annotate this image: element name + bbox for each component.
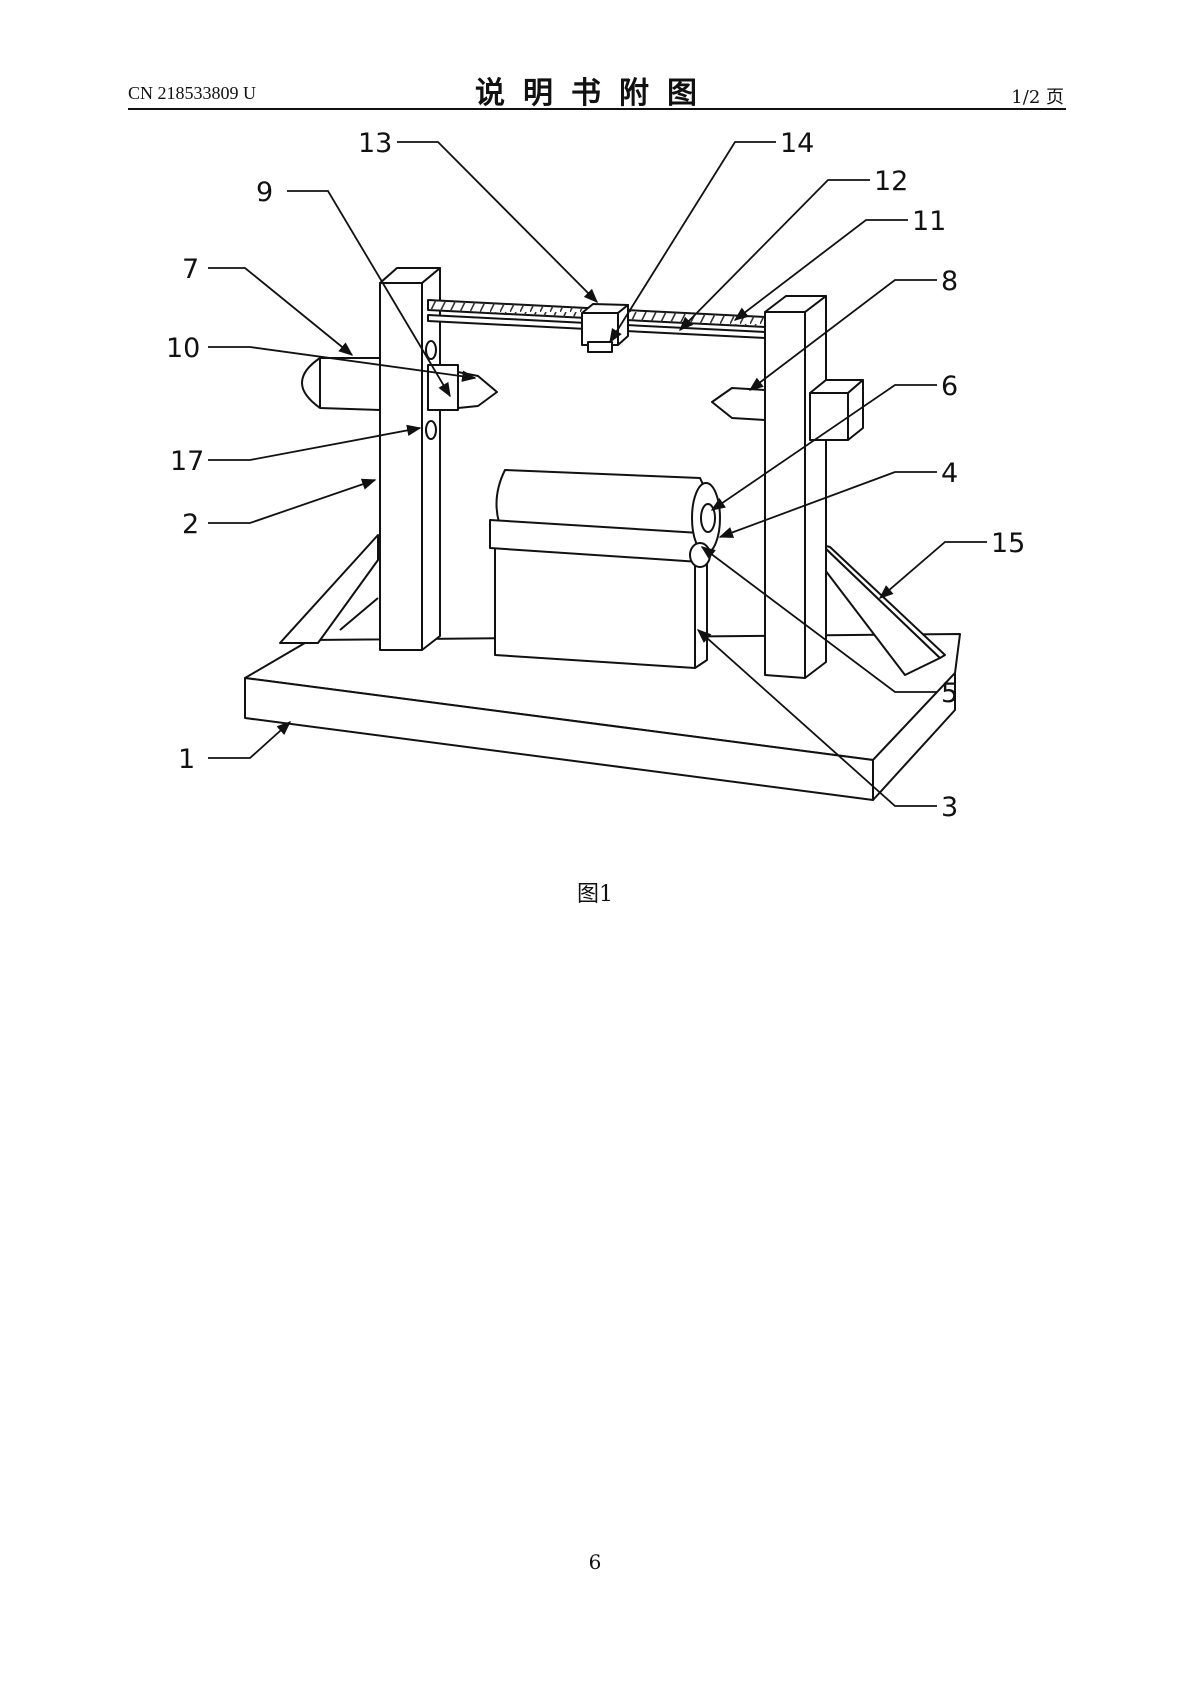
ref-17: 17 <box>170 446 204 477</box>
ref-8: 8 <box>941 266 958 297</box>
right-upright-side <box>804 295 827 679</box>
left-upright-side <box>421 267 441 651</box>
ref-10: 10 <box>166 333 200 364</box>
right-upright-front <box>764 311 806 679</box>
publication-number: CN 218533809 U <box>128 83 257 103</box>
page-indicator: 1/2 页 <box>1011 87 1064 108</box>
left-brace <box>279 534 379 644</box>
ref-9: 9 <box>256 177 273 208</box>
ref-15: 15 <box>991 528 1025 559</box>
patent-figure-1: 13 14 9 12 11 7 8 10 6 17 4 2 15 5 1 3 <box>166 128 1025 823</box>
ref-3: 3 <box>941 792 958 823</box>
ref-4: 4 <box>941 458 958 489</box>
leader-lines <box>208 141 987 807</box>
ref-11: 11 <box>912 206 946 237</box>
reference-labels: 13 14 9 12 11 7 8 10 6 17 4 2 15 5 1 3 <box>166 128 1025 823</box>
ref-6: 6 <box>941 371 958 402</box>
slider-block <box>581 312 619 346</box>
ref-2: 2 <box>182 509 199 540</box>
ref-14: 14 <box>780 128 814 159</box>
right-motor-box <box>809 392 849 441</box>
right-chuck <box>711 387 766 421</box>
figure-caption: 图1 <box>577 882 613 907</box>
right-upright-top <box>764 295 827 313</box>
left-motor-housing <box>301 357 381 411</box>
page-number: 6 <box>588 1550 602 1574</box>
left-upright-top <box>379 267 441 284</box>
ref-13: 13 <box>358 128 392 159</box>
ref-12: 12 <box>874 166 908 197</box>
device-drawing <box>244 267 961 801</box>
ref-7: 7 <box>182 254 199 285</box>
header-divider <box>128 108 1066 110</box>
ref-1: 1 <box>178 744 195 775</box>
page-title: 说明书附图 <box>475 76 715 111</box>
ref-5: 5 <box>941 678 958 709</box>
